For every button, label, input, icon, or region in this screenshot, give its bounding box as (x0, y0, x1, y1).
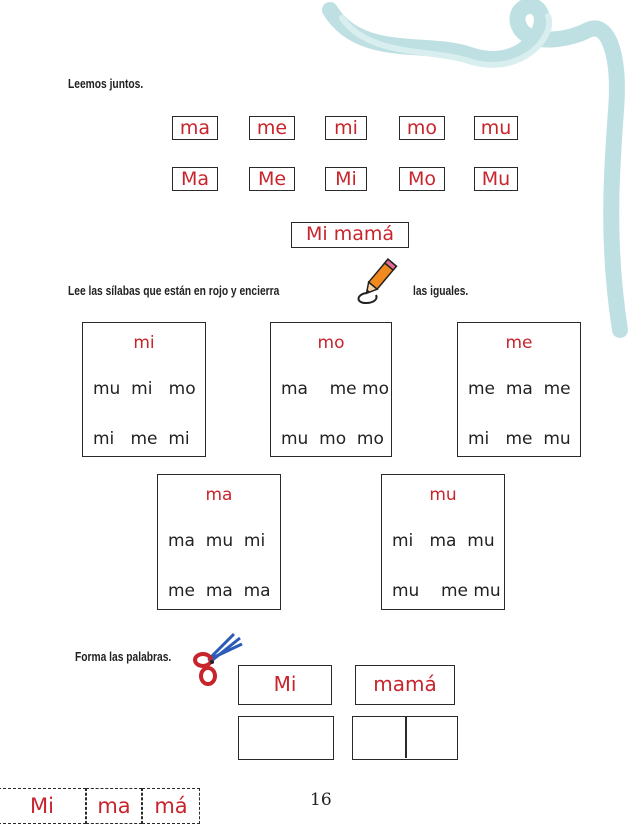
instruction-read-and-circle: Lee las sílabas que están en rojo y enci… (68, 284, 280, 298)
instruction-read-together: Leemos juntos. (68, 77, 144, 91)
syllable-group-mi: mi mu mi mo mi me mi (82, 322, 206, 457)
syllable-box-Mu: Mu (474, 167, 518, 191)
instruction-form-words: Forma las palabras. (75, 650, 172, 664)
syllable-group-ma: ma ma mu mi me ma ma (157, 474, 281, 610)
group-row: mi me mu (468, 429, 571, 449)
instruction-the-same: las iguales. (413, 284, 469, 298)
group-row: me ma me (468, 379, 571, 399)
syllable-box-Me: Me (249, 167, 295, 191)
group-row: me ma ma (168, 581, 271, 601)
syllable-group-me: me me ma me mi me mu (457, 322, 581, 457)
group-target-syllable: mo (317, 333, 345, 353)
group-row: mu mo mo (281, 429, 384, 449)
group-target-syllable: mi (133, 333, 155, 353)
group-row: mu mi mo (93, 379, 196, 399)
syllable-box-mo: mo (399, 116, 445, 140)
word-box-mama: mamá (355, 665, 455, 705)
syllable-group-mo: mo ma me mo mu mo mo (270, 322, 392, 457)
group-row: ma me mo (281, 379, 389, 399)
group-target-syllable: mu (429, 485, 457, 505)
cutout-piece-ma[interactable]: ma (86, 788, 142, 824)
scissors-icon (193, 632, 243, 686)
group-row: mi ma mu (392, 531, 495, 551)
syllable-box-Mo: Mo (399, 167, 445, 191)
group-row: mi me mi (93, 429, 190, 449)
group-row: ma mu mi (168, 531, 266, 551)
cutout-piece-mi[interactable]: Mi (0, 788, 86, 824)
answer-box-mama[interactable] (352, 716, 458, 760)
cutout-piece-ma-accent[interactable]: má (142, 788, 200, 824)
syllable-box-mu: mu (474, 116, 518, 140)
pencil-icon (357, 258, 398, 305)
syllable-box-ma: ma (172, 116, 218, 140)
syllable-box-Ma: Ma (172, 167, 218, 191)
group-target-syllable: ma (205, 485, 233, 505)
answer-box-divider (405, 717, 407, 758)
group-target-syllable: me (505, 333, 533, 353)
syllable-box-Mi: Mi (325, 167, 367, 191)
page-number: 16 (310, 790, 332, 810)
group-row: mu me mu (392, 581, 501, 601)
syllable-box-mi: mi (325, 116, 367, 140)
answer-box-mi[interactable] (238, 716, 334, 760)
syllable-box-me: me (249, 116, 295, 140)
syllable-group-mu: mu mi ma mu mu me mu (381, 474, 505, 610)
word-box-mi: Mi (238, 665, 332, 705)
phrase-box: Mi mamá (291, 222, 409, 248)
decorative-swirl (322, 0, 628, 338)
